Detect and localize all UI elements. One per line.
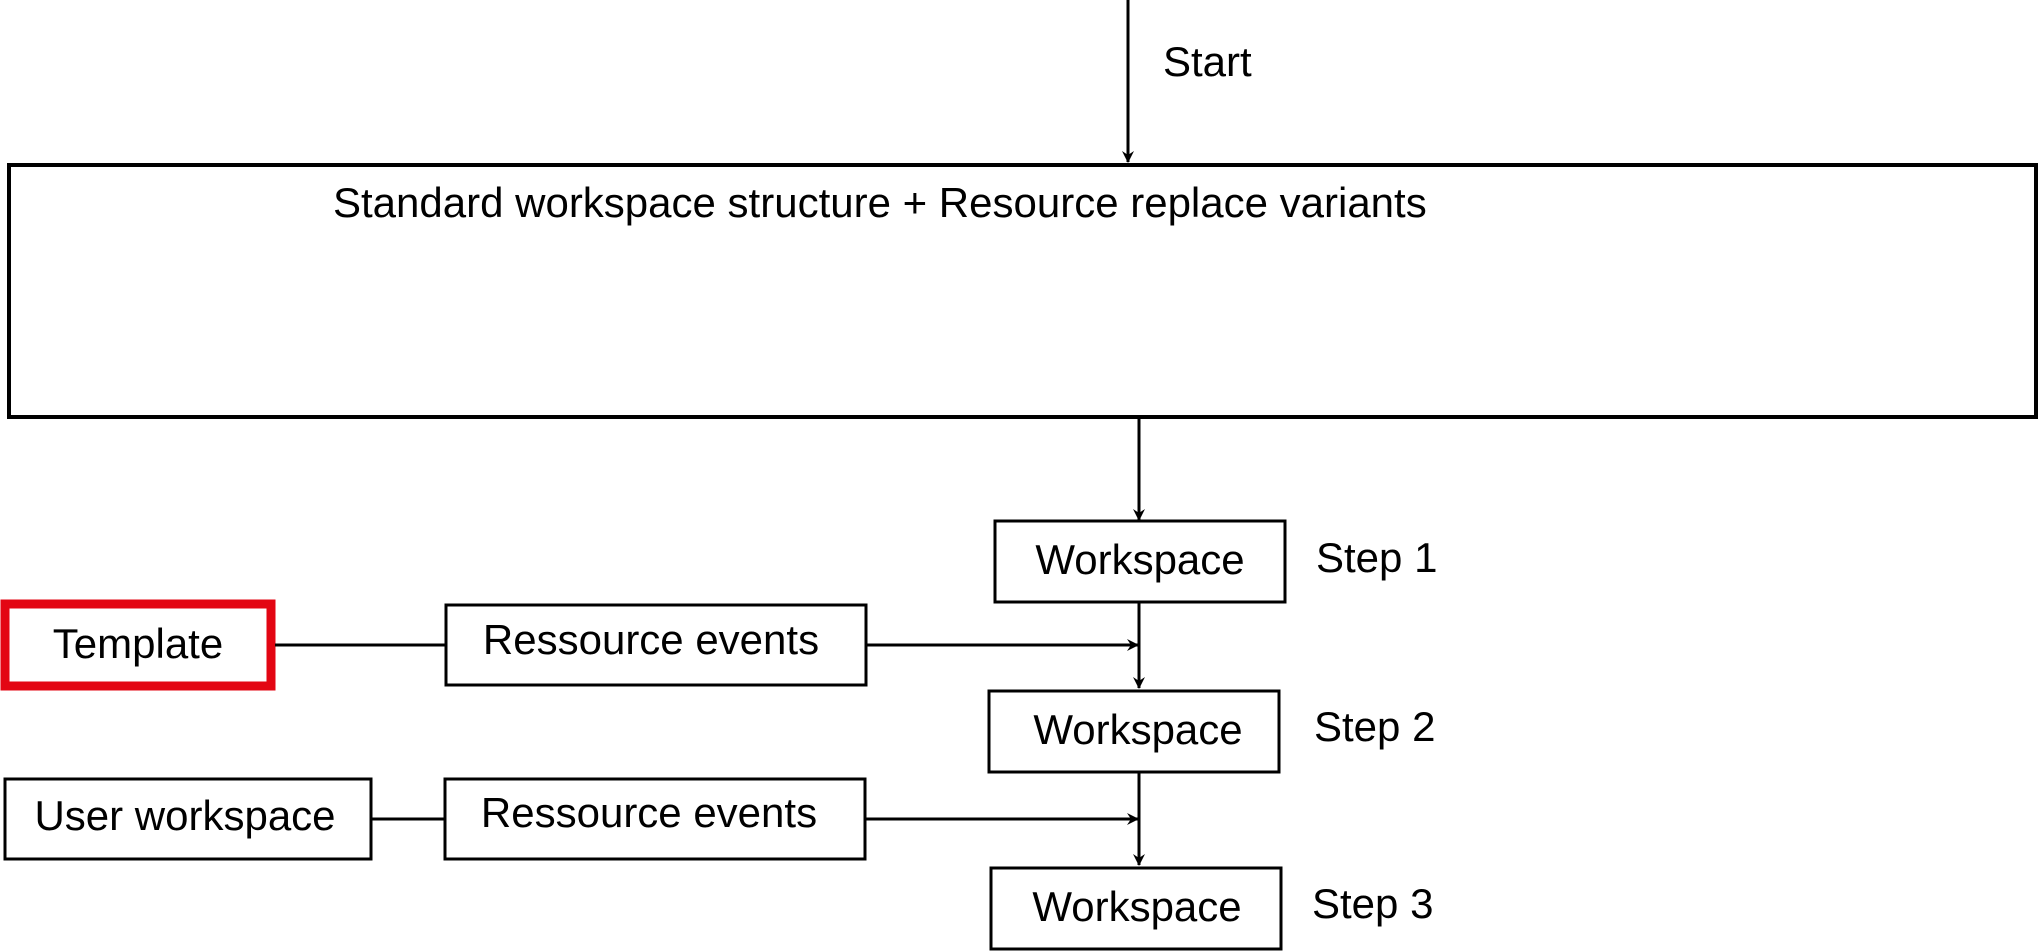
user-workspace-label: User workspace xyxy=(34,792,335,839)
workspace-step3-box xyxy=(989,866,1283,951)
ressource-events-1-label: Ressource events xyxy=(483,616,819,663)
workspace-step2-label: Workspace xyxy=(1033,706,1242,753)
workspace-step1-label: Workspace xyxy=(1035,536,1244,583)
ressource-events-2-label: Ressource events xyxy=(481,789,817,836)
main-structure-label: Standard workspace structure + Resource … xyxy=(333,179,1427,226)
main-structure-box xyxy=(7,163,2038,419)
start-label: Start xyxy=(1163,38,1252,85)
workspace-step3-label: Workspace xyxy=(1032,883,1241,930)
step1-label: Step 1 xyxy=(1316,534,1437,581)
workspace-step2-box xyxy=(987,689,1281,774)
workspace-step1-box xyxy=(993,519,1287,604)
template-label: Template xyxy=(53,620,223,667)
step3-label: Step 3 xyxy=(1312,880,1433,927)
user-workspace-box xyxy=(3,777,373,861)
step2-label: Step 2 xyxy=(1314,703,1435,750)
ressource-events-1-box xyxy=(444,603,868,687)
template-box xyxy=(0,599,276,691)
